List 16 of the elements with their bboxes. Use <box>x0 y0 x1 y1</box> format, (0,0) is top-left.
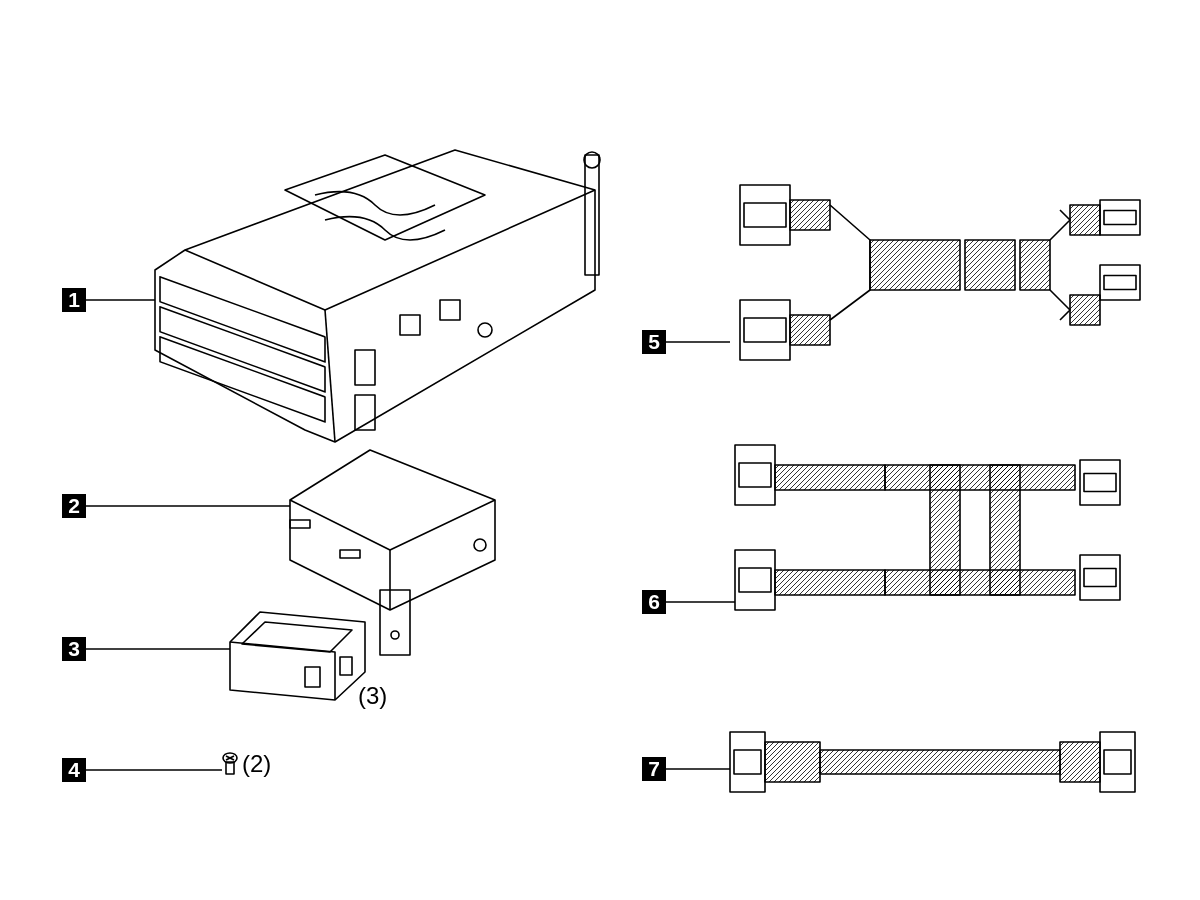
leader-line <box>665 341 731 343</box>
callout-number: 3 <box>62 637 86 661</box>
callout-number: 6 <box>642 590 666 614</box>
callout-number: 5 <box>642 330 666 354</box>
leader-line <box>85 648 231 650</box>
quantity-label: (3) <box>358 682 388 710</box>
callout-number: 2 <box>62 494 86 518</box>
leader-line <box>665 768 731 770</box>
leader-line <box>85 299 156 301</box>
callout-number: 4 <box>62 758 86 782</box>
leader-line <box>665 601 736 603</box>
leader-line <box>85 769 223 771</box>
callout-number: 1 <box>62 288 86 312</box>
quantity-label: (2) <box>242 750 272 778</box>
leader-line <box>85 505 291 507</box>
callout-number: 7 <box>642 757 666 781</box>
